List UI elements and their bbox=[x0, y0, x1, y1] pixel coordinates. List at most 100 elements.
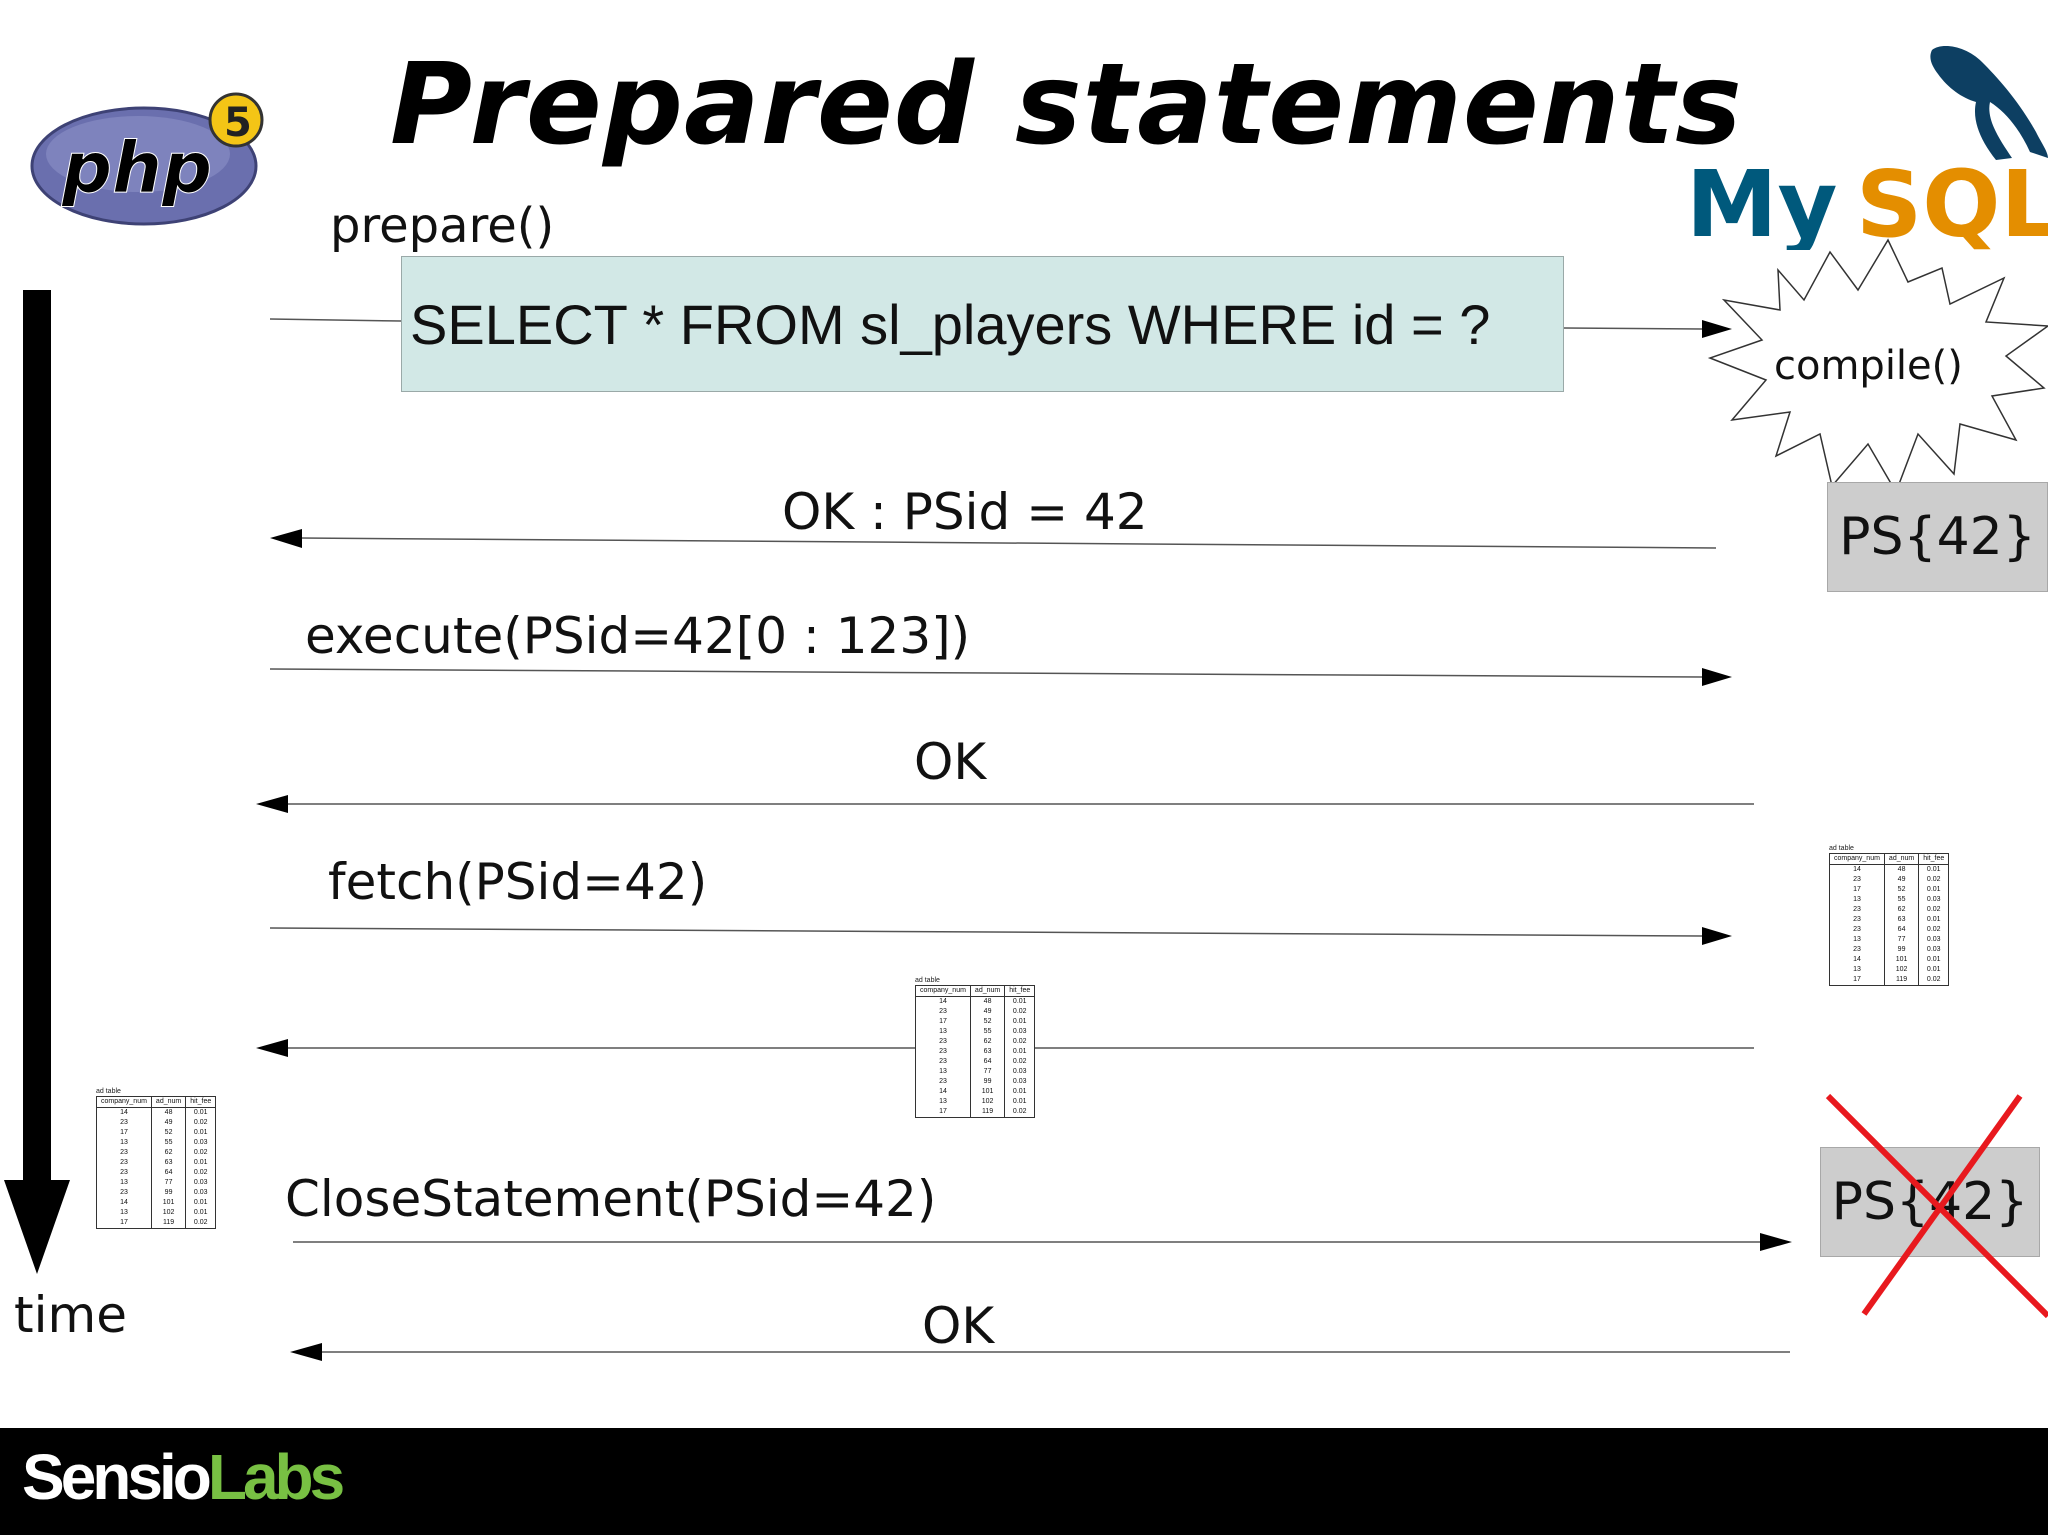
ad-table-cell: 14 bbox=[1829, 955, 1885, 965]
ok1-label: OK bbox=[914, 733, 987, 791]
ad-table-cell: 0.03 bbox=[185, 1188, 216, 1198]
ad-table-cell: 99 bbox=[1883, 945, 1919, 955]
ad-table-cell: 64 bbox=[969, 1057, 1005, 1067]
ad-table-cell: 23 bbox=[915, 1057, 971, 1067]
prepare-label: prepare() bbox=[330, 198, 555, 254]
ad-table-cell: 13 bbox=[96, 1138, 152, 1148]
ad-table-cell: 55 bbox=[1883, 895, 1919, 905]
ad-table-cell: 49 bbox=[150, 1118, 186, 1128]
ad-table-cell: 0.03 bbox=[1004, 1067, 1035, 1077]
ad-table-header: ad_num bbox=[1883, 853, 1919, 865]
ad-table-cell: 14 bbox=[915, 996, 971, 1007]
ad-table-cell: 17 bbox=[96, 1128, 152, 1138]
arrow-execute bbox=[269, 668, 1703, 678]
arrowhead bbox=[1702, 668, 1732, 686]
ad-table-cell: 102 bbox=[1883, 965, 1919, 975]
ad-table-cell: 102 bbox=[969, 1097, 1005, 1107]
ad-table-cell: 0.01 bbox=[1918, 955, 1949, 965]
ad-table-cell: 0.02 bbox=[1004, 1057, 1035, 1067]
ad-table-cell: 101 bbox=[969, 1087, 1005, 1097]
ad-table-cell: 0.01 bbox=[185, 1128, 216, 1138]
ad-table-cell: 0.02 bbox=[1918, 875, 1949, 885]
ad-table-caption: ad table bbox=[1829, 845, 1854, 852]
sql-box bbox=[401, 256, 1564, 392]
ad-table-cell: 23 bbox=[915, 1077, 971, 1087]
ad-table-cell: 0.02 bbox=[1004, 1107, 1035, 1118]
arrow-fetch bbox=[269, 927, 1703, 937]
cross-icon bbox=[1825, 1093, 2048, 1318]
ad-table-cell: 13 bbox=[96, 1208, 152, 1218]
ad-table-header: hit_fee bbox=[1918, 853, 1949, 865]
ad-table-cell: 102 bbox=[150, 1208, 186, 1218]
ad-table-cell: 48 bbox=[150, 1107, 186, 1118]
ad-table-cell: 0.03 bbox=[1004, 1077, 1035, 1087]
ad-table-cell: 49 bbox=[1883, 875, 1919, 885]
ad-table-cell: 23 bbox=[1829, 905, 1885, 915]
ad-table-cell: 23 bbox=[1829, 875, 1885, 885]
fetch-label: fetch(PSid=42) bbox=[328, 853, 708, 911]
ok2-label: OK bbox=[922, 1297, 995, 1355]
ad-table-cell: 63 bbox=[1883, 915, 1919, 925]
message-arrows bbox=[256, 318, 1792, 1361]
dolphin-icon bbox=[1930, 46, 2048, 160]
ad-table-cell: 0.03 bbox=[1918, 935, 1949, 945]
ad-table-cell: 23 bbox=[96, 1168, 152, 1178]
ad-table-cell: 0.03 bbox=[1918, 945, 1949, 955]
ad-table-cell: 23 bbox=[1829, 925, 1885, 935]
arrowhead bbox=[1702, 320, 1732, 338]
ad-table-cell: 0.01 bbox=[185, 1107, 216, 1118]
ad-table-cell: 63 bbox=[969, 1047, 1005, 1057]
arrowhead bbox=[270, 529, 302, 548]
ad-table-cell: 23 bbox=[96, 1188, 152, 1198]
time-label: time bbox=[14, 1286, 127, 1344]
ad-table-cell: 23 bbox=[96, 1158, 152, 1168]
ad-table-cell: 101 bbox=[150, 1198, 186, 1208]
ad-table-header: ad_num bbox=[150, 1096, 186, 1108]
ad-table-header: hit_fee bbox=[185, 1096, 216, 1108]
ad-table-caption: ad table bbox=[915, 977, 940, 984]
execute-label: execute(PSid=42[0 : 123]) bbox=[305, 607, 971, 665]
ad-table-cell: 101 bbox=[1883, 955, 1919, 965]
ad-table-cell: 0.02 bbox=[1918, 975, 1949, 986]
ad-table-cell: 23 bbox=[915, 1037, 971, 1047]
ad-table-header: company_num bbox=[915, 985, 971, 997]
ad-table-header: company_num bbox=[1829, 853, 1885, 865]
ad-table-cell: 0.01 bbox=[1004, 1047, 1035, 1057]
ad-table-cell: 0.01 bbox=[1918, 965, 1949, 975]
ad-table-cell: 13 bbox=[1829, 965, 1885, 975]
ad-table-cell: 119 bbox=[1883, 975, 1919, 986]
ad-table-cell: 55 bbox=[150, 1138, 186, 1148]
ad-table-cell: 0.02 bbox=[1918, 925, 1949, 935]
close-label: CloseStatement(PSid=42) bbox=[285, 1170, 937, 1228]
sql-query: SELECT * FROM sl_players WHERE id = ? bbox=[410, 293, 1491, 356]
ad-table-cell: 23 bbox=[96, 1148, 152, 1158]
arrowhead bbox=[1760, 1233, 1792, 1251]
ad-table-cell: 0.01 bbox=[1918, 915, 1949, 925]
ad-table-cell: 17 bbox=[1829, 975, 1885, 986]
php-version-badge: 5 bbox=[224, 100, 252, 146]
compile-burst bbox=[1707, 238, 2048, 494]
ad-table-cell: 52 bbox=[150, 1128, 186, 1138]
ad-table-cell: 0.01 bbox=[1004, 1017, 1035, 1027]
